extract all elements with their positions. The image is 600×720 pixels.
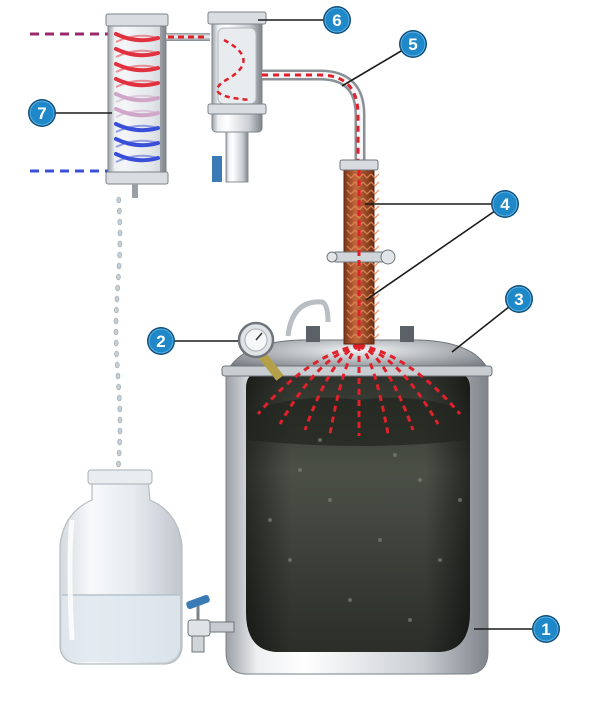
callout-badge-1: 1 (532, 615, 560, 643)
callout-badge-6: 6 (323, 6, 351, 34)
callout-number: 7 (37, 104, 46, 123)
leader-line-3 (451, 298, 520, 353)
clamp-icon (306, 326, 320, 342)
vapor-pipe (262, 69, 366, 168)
coil-condenser (30, 13, 169, 198)
callout-badge-7: 7 (28, 99, 56, 127)
dephlegmator (207, 11, 267, 183)
liquid-bubbles (268, 438, 462, 622)
thermometer-icon (237, 321, 284, 381)
callout-number: 1 (541, 620, 550, 639)
valve-icon (186, 594, 235, 653)
vapor-heat-traces (256, 343, 462, 436)
packed-column (326, 159, 396, 345)
distillate-stream (113, 196, 123, 468)
callout-badge-4: 4 (491, 190, 519, 218)
callout-number: 3 (514, 290, 523, 309)
boiler-tank (186, 371, 489, 675)
callout-number: 6 (332, 11, 341, 30)
condenser-coil (114, 32, 160, 163)
callout-number: 5 (408, 35, 417, 54)
callout-labels: 1 2 3 4 5 6 7 (28, 6, 560, 643)
callout-number: 2 (156, 332, 165, 351)
callout-badge-3: 3 (505, 285, 533, 313)
collection-jar (59, 469, 183, 665)
callout-badge-5: 5 (399, 30, 427, 58)
lid (221, 299, 493, 377)
callout-number: 4 (500, 195, 510, 214)
leader-line-4 (365, 203, 506, 301)
callout-badge-2: 2 (147, 327, 175, 355)
